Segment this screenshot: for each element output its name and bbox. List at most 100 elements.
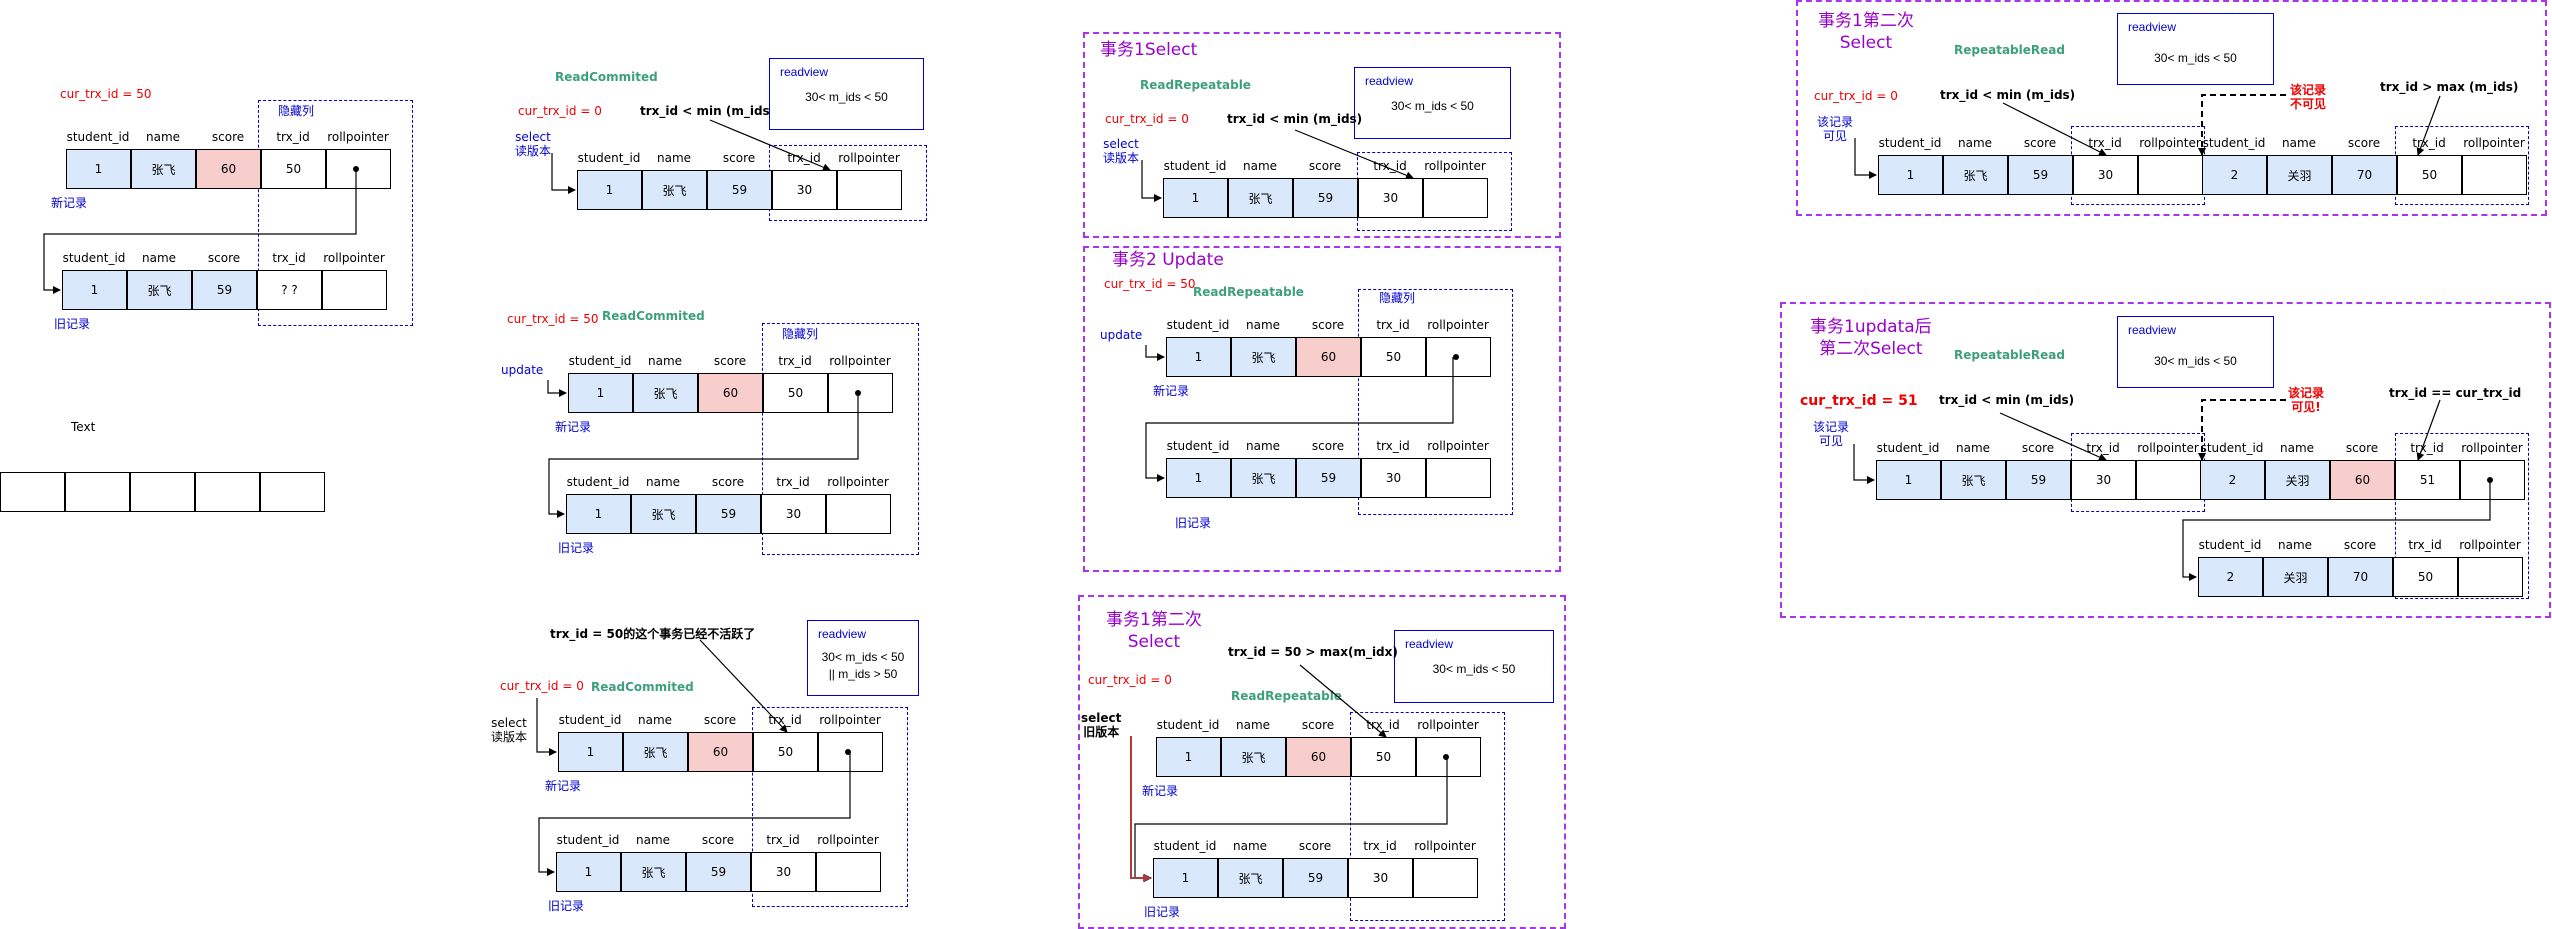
t1-second-old-row-cell-2: 59 — [1283, 858, 1348, 898]
t2-update-old-row-cell-4 — [1426, 458, 1491, 498]
t1-second-rr-frame — [1796, 0, 2547, 216]
t2-update-frame — [1083, 246, 1561, 572]
rc-select-row-cell-4 — [837, 170, 902, 210]
rc-select2-new-record-label: 新记录 — [545, 779, 582, 793]
t1-second-rr-row-2-cell-0: 2 — [2202, 155, 2267, 195]
t1-second-rr-row-2-cell-3: 50 — [2397, 155, 2462, 195]
t1-after-update-row-2-header-4: rollpointer — [2461, 441, 2523, 455]
rc-select2-new-row-header-1: name — [637, 713, 673, 727]
t1-second-new-row-header-3: trx_id — [1366, 718, 1400, 732]
t1-second-old-row-header-3: trx_id — [1363, 839, 1397, 853]
t1-after-update-row-2-cell-2: 60 — [2330, 460, 2395, 500]
t2-update-title: 事务2 Update — [1112, 250, 1224, 270]
t1-after-update-readview-title: readview — [2128, 323, 2177, 337]
t1-second-rr-readview-title: readview — [2128, 20, 2177, 34]
rc-select2-new-row-cell-4 — [818, 732, 883, 772]
t1-second-new-row-cell-3: 50 — [1351, 737, 1416, 777]
t1-after-update-row-1-header-4: rollpointer — [2137, 441, 2199, 455]
rc-select2-old-row-header-0: student_id — [556, 833, 620, 847]
rc-update-new-row-header-3: trx_id — [778, 354, 812, 368]
rc-select2-new-row-header-0: student_id — [558, 713, 622, 727]
rc-update-old-row-header-3: trx_id — [776, 475, 810, 489]
t1-after-update-cur-trx: cur_trx_id = 51 — [1800, 393, 1918, 409]
intro-hidden-label: 隐藏列 — [278, 104, 315, 118]
intro-new-row-header-0: student_id — [66, 130, 130, 144]
t1-select-title: 事务1Select — [1100, 40, 1198, 60]
t1-second-new-row-cell-0: 1 — [1156, 737, 1221, 777]
rc-update-old-row-cell-4 — [826, 494, 891, 534]
t1-after-update-row-2-header-3: trx_id — [2410, 441, 2444, 455]
rc-update-old-row-cell-3: 30 — [761, 494, 826, 534]
t2-update-new-row-cell-2: 60 — [1296, 337, 1361, 377]
t1-after-update-row-3-header-1: name — [2277, 538, 2313, 552]
rc-update-new-record-label: 新记录 — [555, 420, 592, 434]
t1-second-old-row-cell-4 — [1413, 858, 1478, 898]
t1-second-old-row-header-0: student_id — [1153, 839, 1217, 853]
t1-select-row-header-1: name — [1242, 159, 1278, 173]
t1-second-rr-row-1-cell-0: 1 — [1878, 155, 1943, 195]
t2-update-level: ReadRepeatable — [1193, 285, 1304, 299]
rc-update-old-record-label: 旧记录 — [558, 541, 595, 555]
t1-second-rr-level: RepeatableRead — [1954, 43, 2065, 57]
t1-after-update-row-2-header-2: score — [2345, 441, 2379, 455]
rc-select2-old-record-label: 旧记录 — [548, 899, 585, 913]
rc-select2-old-row-header-2: score — [701, 833, 735, 847]
t1-after-update-title: 事务1updata后第二次Select — [1810, 317, 1932, 360]
rc-update-new-row-header-0: student_id — [568, 354, 632, 368]
rc-select2-new-row-cell-0: 1 — [558, 732, 623, 772]
intro-old-row-cell-2: 59 — [192, 270, 257, 310]
intro-old-row-cell-1: 张飞 — [127, 270, 192, 310]
rc-update-new-row-cell-1: 张飞 — [633, 373, 698, 413]
t1-select-row-header-0: student_id — [1163, 159, 1227, 173]
t2-update-hidden-label: 隐藏列 — [1379, 291, 1416, 305]
intro-new-row-cell-4 — [326, 149, 391, 189]
t2-update-old-record-label: 旧记录 — [1175, 516, 1212, 530]
t2-update-old-row-cell-2: 59 — [1296, 458, 1361, 498]
t1-after-update-readview-value: 30< m_ids < 50 — [2154, 354, 2237, 368]
t1-second-rr-row-1-header-3: trx_id — [2088, 136, 2122, 150]
t2-update-new-row-cell-1: 张飞 — [1231, 337, 1296, 377]
rc-select-row-cell-1: 张飞 — [642, 170, 707, 210]
t1-second-new-row-cell-4 — [1416, 737, 1481, 777]
rc-select-row-header-4: rollpointer — [838, 151, 900, 165]
intro-old-row-header-0: student_id — [62, 251, 126, 265]
t1-after-update-row-1-cell-1: 张飞 — [1941, 460, 2006, 500]
rc-select2-new-row-cell-1: 张飞 — [623, 732, 688, 772]
t1-second-old-row-cell-3: 30 — [1348, 858, 1413, 898]
rc-update-new-row-header-4: rollpointer — [829, 354, 891, 368]
t1-select-level: ReadRepeatable — [1140, 78, 1251, 92]
intro-cur-trx: cur_trx_id = 50 — [60, 87, 152, 101]
intro-old-row-header-4: rollpointer — [323, 251, 385, 265]
t1-second-rr-row-1-header-2: score — [2023, 136, 2057, 150]
rc-select-level: ReadCommited — [555, 70, 658, 84]
t1-second-rr-row-2-cell-1: 关羽 — [2267, 155, 2332, 195]
t1-after-update-condition-1: trx_id < min (m_ids) — [1939, 393, 2075, 407]
t1-second-old-row-cell-0: 1 — [1153, 858, 1218, 898]
t2-update-old-row-header-4: rollpointer — [1427, 439, 1489, 453]
rc-select2-readview-title: readview — [818, 627, 867, 641]
t2-update-new-row-cell-0: 1 — [1166, 337, 1231, 377]
t2-update-old-row-header-3: trx_id — [1376, 439, 1410, 453]
intro-old-row-cell-0: 1 — [62, 270, 127, 310]
t1-after-update-row-3-cell-4 — [2458, 557, 2523, 597]
t1-second-rr-row-2-header-3: trx_id — [2412, 136, 2446, 150]
rc-update-new-row-cell-2: 60 — [698, 373, 763, 413]
t1-after-update-level: RepeatableRead — [1954, 348, 2065, 362]
intro-old-row-header-2: score — [207, 251, 241, 265]
t1-second-rr-row-1-header-4: rollpointer — [2139, 136, 2201, 150]
t1-after-update-row-2-cell-1: 关羽 — [2265, 460, 2330, 500]
rc-update-new-row-cell-4 — [828, 373, 893, 413]
t1-after-update-row-1-header-1: name — [1955, 441, 1991, 455]
t1-second-rr-row-2-cell-4 — [2462, 155, 2527, 195]
t1-after-update-row-1-cell-3: 30 — [2071, 460, 2136, 500]
t1-after-update-row-3-header-4: rollpointer — [2459, 538, 2521, 552]
t2-update-new-row-header-3: trx_id — [1376, 318, 1410, 332]
t2-update-old-row-header-0: student_id — [1166, 439, 1230, 453]
rc-update-new-row-cell-0: 1 — [568, 373, 633, 413]
intro-new-row-cell-1: 张飞 — [131, 149, 196, 189]
rc-select2-readview-value: 30< m_ids < 50|| m_ids > 50 — [821, 650, 905, 681]
t1-after-update-row-2-cell-3: 51 — [2395, 460, 2460, 500]
